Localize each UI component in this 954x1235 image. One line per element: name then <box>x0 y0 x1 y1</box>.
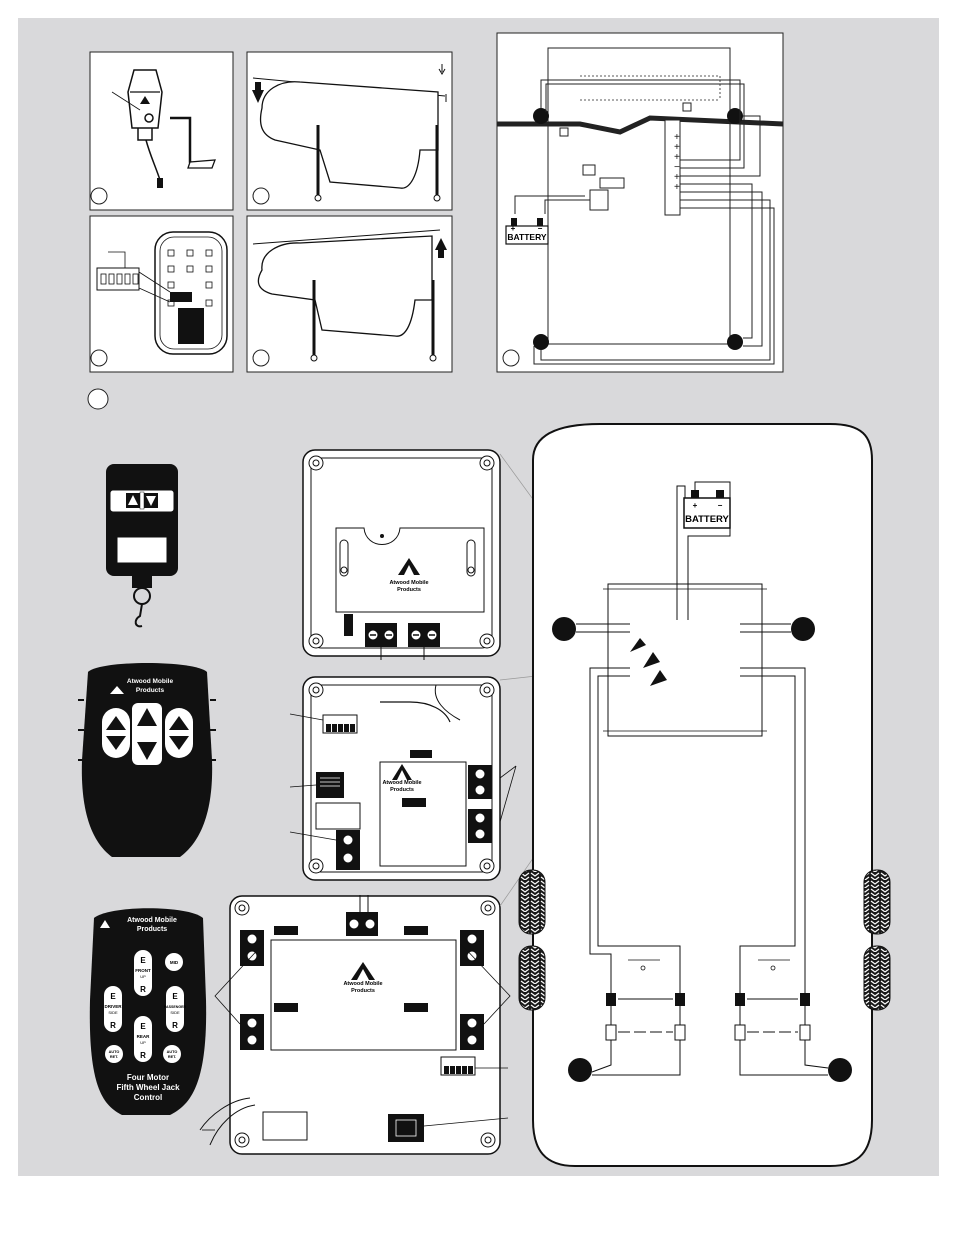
driver-e-label: E <box>110 992 116 1001</box>
key-fob-remote <box>106 464 178 626</box>
auto-left-label: AUTO <box>109 1050 120 1054</box>
battery-vehicle-label: BATTERY <box>685 514 729 525</box>
module2-rj-connector <box>316 772 344 798</box>
passenger-r-label: R <box>172 1021 178 1030</box>
module3-brand-line-1: Atwood Mobile <box>343 981 382 987</box>
driver-r-label: R <box>110 1021 116 1030</box>
four-motor-remote: Atwood Mobile Products E R FRONT UP E R … <box>90 908 206 1115</box>
panel-jack-motor <box>90 52 233 210</box>
rear-up-button: E R REAR UP <box>134 1016 152 1062</box>
four-motor-title-line-1: Four Motor <box>127 1073 169 1082</box>
auto-retract-right-button: AUTO RET. <box>163 1045 181 1063</box>
three-button-brand-line-2: Products <box>136 687 165 694</box>
driver-side-button: E R DRIVER SIDE <box>104 986 122 1032</box>
three-button-brand-line-1: Atwood Mobile <box>127 678 174 685</box>
auto-right-sub-label: RET. <box>168 1055 176 1059</box>
front-e-label: E <box>140 956 146 965</box>
vehicle-battery-minus: − <box>718 501 723 510</box>
vehicle-battery-plus: + <box>693 501 698 510</box>
auto-left-sub-label: RET. <box>110 1055 118 1059</box>
front-r-label: R <box>140 985 146 994</box>
control-module-2: Atwood Mobile Products <box>290 677 516 880</box>
module2-brand-line-1: Atwood Mobile <box>382 780 421 786</box>
mid-button: MID <box>165 953 183 971</box>
step-marker <box>88 389 108 409</box>
front-sub-label: UP <box>140 974 146 979</box>
passenger-side-button: E R PASSENGER SIDE <box>164 986 187 1032</box>
auto-right-label: AUTO <box>167 1050 178 1054</box>
passenger-sub-label: SIDE <box>170 1010 180 1015</box>
module1-brand-line-2: Products <box>397 587 421 593</box>
driver-label: DRIVER <box>104 1004 122 1009</box>
control-module-3: Atwood Mobile Products <box>200 895 510 1154</box>
module1-brand-line-1: Atwood Mobile <box>389 580 428 586</box>
four-motor-brand-line-2: Products <box>137 926 167 933</box>
panel-control-box-dip <box>90 216 233 372</box>
jack-front-right <box>791 617 815 641</box>
jack-rear-left <box>568 1058 592 1082</box>
panel-trailer-side-bottom <box>247 216 452 372</box>
svg-text:+: + <box>674 182 680 193</box>
control-module-1: Atwood Mobile Products <box>303 450 500 660</box>
jack-front-left <box>552 617 576 641</box>
battery-minus: − <box>538 224 543 233</box>
auto-retract-left-button: AUTO RET. <box>105 1045 123 1063</box>
driver-sub-label: SIDE <box>108 1010 118 1015</box>
module3-brand-line-2: Products <box>351 988 375 994</box>
mid-label: MID <box>170 960 179 965</box>
front-label: FRONT <box>135 968 151 973</box>
module1-terminal-strip-left <box>365 623 397 647</box>
panel-trailer-side-top <box>247 52 452 210</box>
four-motor-title-line-3: Control <box>134 1093 162 1102</box>
polarity-marks: +++ −++ <box>674 132 680 193</box>
battery-plus: + <box>511 224 516 233</box>
four-motor-title-line-2: Fifth Wheel Jack <box>116 1083 180 1092</box>
module2-brand-line-2: Products <box>390 787 414 793</box>
four-motor-brand-line-1: Atwood Mobile <box>127 917 177 924</box>
module2-dip-switch <box>323 715 357 733</box>
rear-e-label: E <box>140 1022 146 1031</box>
passenger-label: PASSENGER <box>164 1005 187 1009</box>
rear-r-label: R <box>140 1051 146 1060</box>
front-up-button: E R FRONT UP <box>134 950 152 996</box>
rear-sub-label: UP <box>140 1040 146 1045</box>
module2-bottom-terminals <box>336 830 360 870</box>
three-button-remote: Atwood Mobile Products <box>78 663 216 857</box>
vehicle-chassis: BATTERY + − <box>519 424 890 1166</box>
module1-terminal-strip-right <box>408 623 440 647</box>
panel-top-wiring: +++ −++ BATTERY + − <box>497 33 783 372</box>
module3-dip-switch <box>441 1057 475 1075</box>
passenger-e-label: E <box>172 992 178 1001</box>
battery-top-label: BATTERY <box>507 232 547 242</box>
jack-rear-right <box>828 1058 852 1082</box>
rear-label: REAR <box>137 1034 151 1039</box>
